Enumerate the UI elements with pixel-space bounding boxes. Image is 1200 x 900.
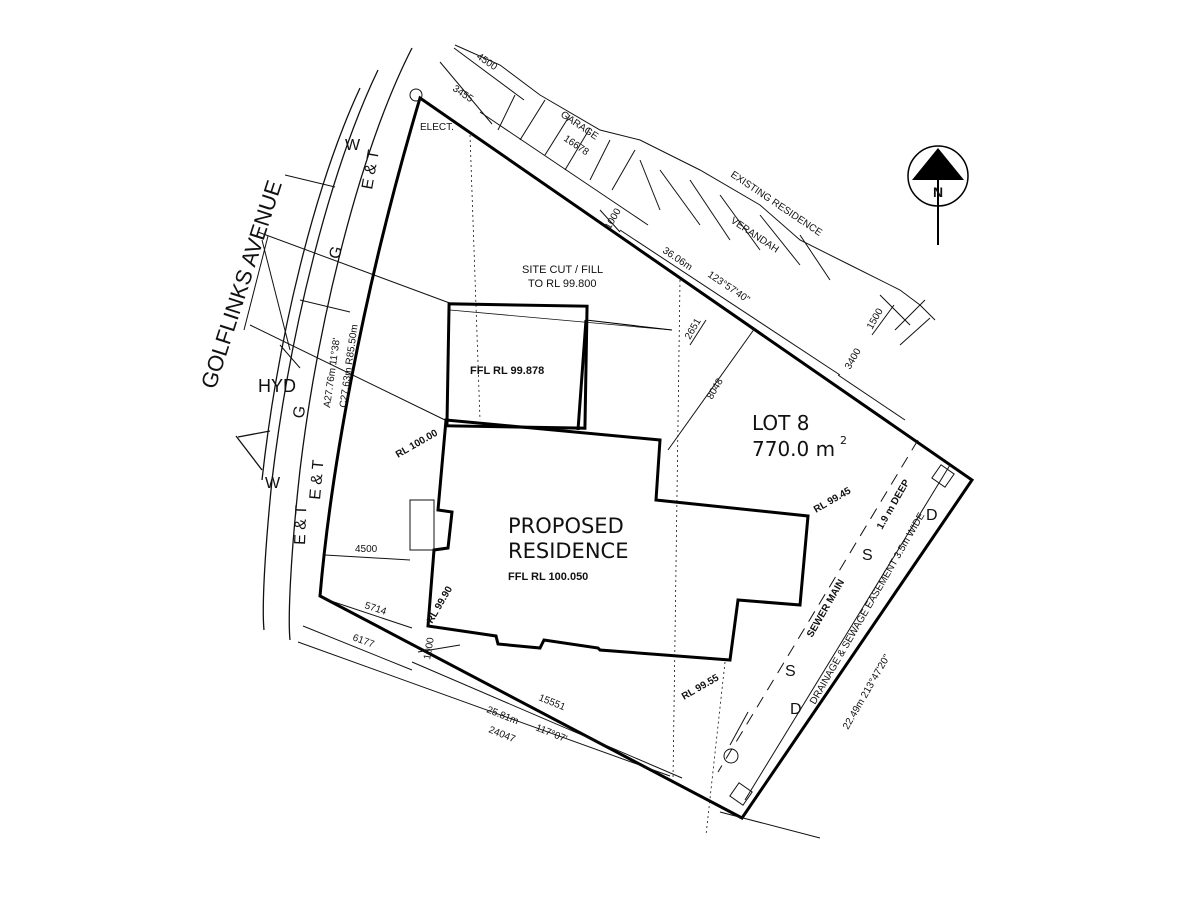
- service-et-lower: E & T: [292, 505, 310, 546]
- golflinks-avenue-road: [235, 47, 413, 641]
- dim-5714: 5714: [363, 600, 388, 617]
- dimension-lines: [297, 47, 906, 779]
- garage-ffl: FFL RL 99.878: [470, 365, 544, 377]
- verandah-label: VERANDAH: [728, 215, 780, 255]
- house-title-1: PROPOSED: [508, 514, 624, 538]
- dim-24047: 24047: [487, 725, 517, 746]
- sewer-main-label: SEWER MAIN: [805, 578, 847, 640]
- service-et-bottom: E & T: [307, 459, 327, 500]
- service-w-top: W: [345, 137, 361, 154]
- dim-1000: 1000: [603, 206, 624, 231]
- entry-porch: [409, 499, 435, 551]
- hydrant-label: HYD: [258, 376, 296, 396]
- elect-label: ELECT.: [420, 122, 454, 133]
- dim-4500-front: 4500: [355, 544, 378, 555]
- service-g-bottom: G: [291, 404, 310, 419]
- easement-d-2: D: [926, 507, 938, 524]
- lot-boundary: [318, 95, 975, 820]
- service-w-bottom: W: [265, 475, 281, 492]
- rl-9945: RL 99.45: [812, 485, 853, 515]
- dim-3455: 3455: [450, 83, 475, 105]
- dim-1000-rear: 1000: [422, 636, 437, 660]
- dim-2249: 22.49m 213°47'20": [841, 652, 893, 731]
- north-arrow-icon: N: [907, 145, 969, 245]
- lot-area-sup: 2: [840, 434, 847, 447]
- dim-1500: 1500: [865, 306, 886, 331]
- dim-2581: 25.81m: [485, 705, 520, 728]
- service-et-top: E & T: [359, 148, 383, 190]
- neighbour-building-hatch: [454, 44, 936, 346]
- setback-lines: [449, 134, 726, 836]
- house-ffl: FFL RL 100.050: [508, 571, 588, 583]
- sewer-depth-label: 1.9 m DEEP: [875, 478, 912, 532]
- lot-area: 770.0 m: [752, 437, 835, 461]
- site-cut-line1: SITE CUT / FILL: [522, 264, 603, 276]
- dim-4500-top: 4500: [474, 51, 499, 73]
- sewer-easement: [717, 439, 955, 839]
- house-title-2: RESIDENCE: [508, 539, 628, 563]
- north-letter: N: [933, 184, 943, 200]
- easement-s-2: S: [862, 547, 873, 564]
- site-cut-line2: TO RL 99.800: [528, 278, 597, 290]
- dim-8048: 8048: [705, 376, 726, 401]
- proposed-residence-outline: [426, 418, 810, 662]
- lot-name: LOT 8: [752, 411, 809, 435]
- electricity-pit-icon: [409, 88, 423, 102]
- dim-3400: 3400: [843, 346, 864, 371]
- dim-6177: 6177: [351, 632, 376, 650]
- chord-dim: C27.63m R85.50m: [338, 324, 361, 409]
- dim-15551: 15551: [537, 693, 567, 714]
- easement-d-1: D: [790, 701, 802, 718]
- bearing-s: 117°07': [534, 723, 569, 746]
- service-g-top: G: [326, 244, 346, 260]
- street-setout-lines: [243, 174, 456, 421]
- easement-s-1: S: [785, 663, 796, 680]
- rl-9955: RL 99.55: [680, 672, 721, 702]
- rl-100: RL 100.00: [394, 428, 440, 461]
